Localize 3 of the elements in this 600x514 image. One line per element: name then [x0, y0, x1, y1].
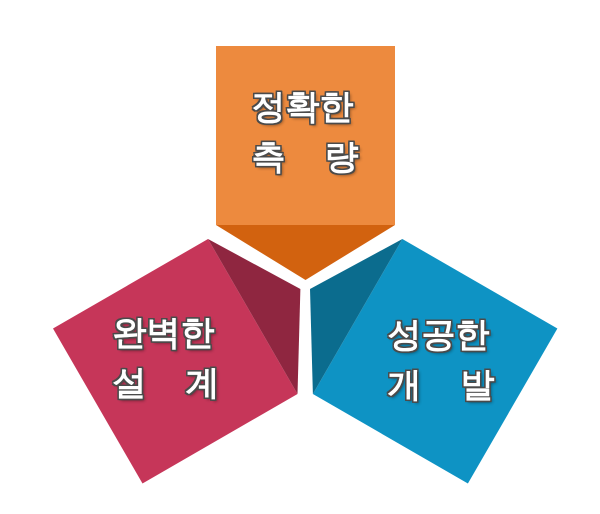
node-label: 성공한 개 발: [387, 314, 495, 407]
node-label: 완벽한 설 계: [112, 312, 220, 405]
node-label: 정확한 측 량: [251, 86, 359, 179]
